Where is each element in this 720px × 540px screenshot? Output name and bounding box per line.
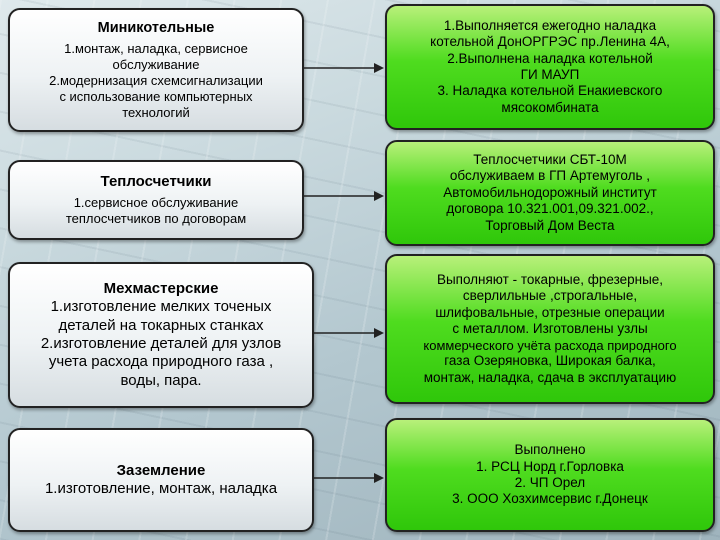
box-line: 1. РСЦ Норд г.Горловка (476, 458, 624, 474)
box-teploschetchiki-result: Теплосчетчики СБТ-10М обслуживаем в ГП А… (385, 140, 715, 246)
box-line: Выполнено (514, 442, 586, 458)
box-line: с металлом. Изготовлены узлы (452, 321, 648, 337)
box-line: воды, пара. (120, 371, 202, 389)
box-line: 1.монтаж, наладка, сервисное (64, 41, 248, 57)
box-line: 1.сервисное обслуживание (73, 195, 239, 211)
box-line: 1.изготовление мелких точеных (50, 298, 272, 316)
box-line: 2. ЧП Орел (514, 475, 586, 490)
box-line: Теплосчетчики СБТ-10М (473, 151, 627, 167)
box-title: Теплосчетчики (100, 172, 212, 190)
box-zazemlenie: Заземление 1.изготовление, монтаж, налад… (8, 428, 314, 532)
box-line: деталей на токарных станках (58, 316, 264, 334)
box-line: Выполняют - токарные, фрезерные, (436, 271, 664, 287)
box-line: 3. ООО Хозхимсервис г.Донецк (452, 491, 648, 507)
box-minikotelnye-result: 1.Выполняется ежегодно наладка котельной… (385, 4, 715, 130)
box-mehmasterskie: Мехмастерские 1.изготовление мелких точе… (8, 262, 314, 408)
box-line: газа Озеряновка, Широкая балка, (444, 353, 656, 369)
box-minikotelnye: Миникотельные 1.монтаж, наладка, сервисн… (8, 8, 304, 132)
box-teploschetchiki: Теплосчетчики 1.сервисное обслуживание т… (8, 160, 304, 240)
box-line: шлифовальные, отрезные операции (435, 304, 665, 320)
box-title: Мехмастерские (103, 280, 219, 298)
box-line: Автомобильнодорожный институт (443, 184, 657, 200)
box-line: учета расхода природного газа , (48, 353, 274, 371)
box-title: Заземление (116, 461, 206, 479)
box-line: сверлильные ,строгальные, (462, 288, 638, 304)
box-line: с использование компьютерных (59, 88, 253, 104)
box-line: 1.Выполняется ежегодно наладка (443, 17, 657, 33)
box-zazemlenie-result: Выполнено 1. РСЦ Норд г.Горловка 2. ЧП О… (385, 418, 715, 532)
box-line: 3. Наладка котельной Енакиевского (437, 83, 663, 99)
box-line: ГИ МАУП (520, 67, 580, 82)
box-line: технологий (122, 104, 190, 120)
box-line: Торговый Дом Веста (485, 217, 615, 233)
box-line: договора 10.321.001,09.321.002., (446, 201, 654, 217)
box-line: 2.модернизация схемсигнализации (49, 72, 263, 88)
box-line: котельной ДонОРГРЭС пр.Ленина 4А, (430, 34, 670, 50)
box-title: Миникотельные (97, 19, 215, 36)
box-line: мясокомбината (501, 99, 599, 115)
box-line: монтаж, наладка, сдача в эксплуатацию (423, 369, 677, 385)
box-line: обслуживаем в ГП Артемуголь , (449, 168, 651, 184)
box-line: 2.Выполнена наладка котельной (447, 50, 653, 66)
box-mehmasterskie-result: Выполняют - токарные, фрезерные, сверлил… (385, 254, 715, 404)
box-line: обслуживание (112, 57, 200, 73)
box-line: 2.изготовление деталей для узлов (40, 335, 282, 352)
box-line: теплосчетчиков по договорам (65, 211, 247, 227)
box-line: 1.изготовление, монтаж, наладка (44, 480, 278, 497)
box-line: коммерческого учёта расхода природного (423, 337, 677, 353)
